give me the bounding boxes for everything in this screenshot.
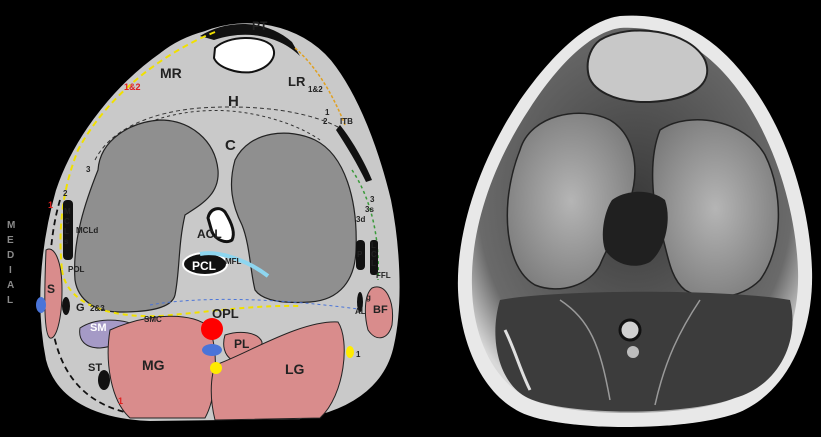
mri-popliteal-vessel-2 [627,346,639,358]
mri-popliteal-vessel [620,320,640,340]
mri-lateral-condyle [653,120,779,298]
